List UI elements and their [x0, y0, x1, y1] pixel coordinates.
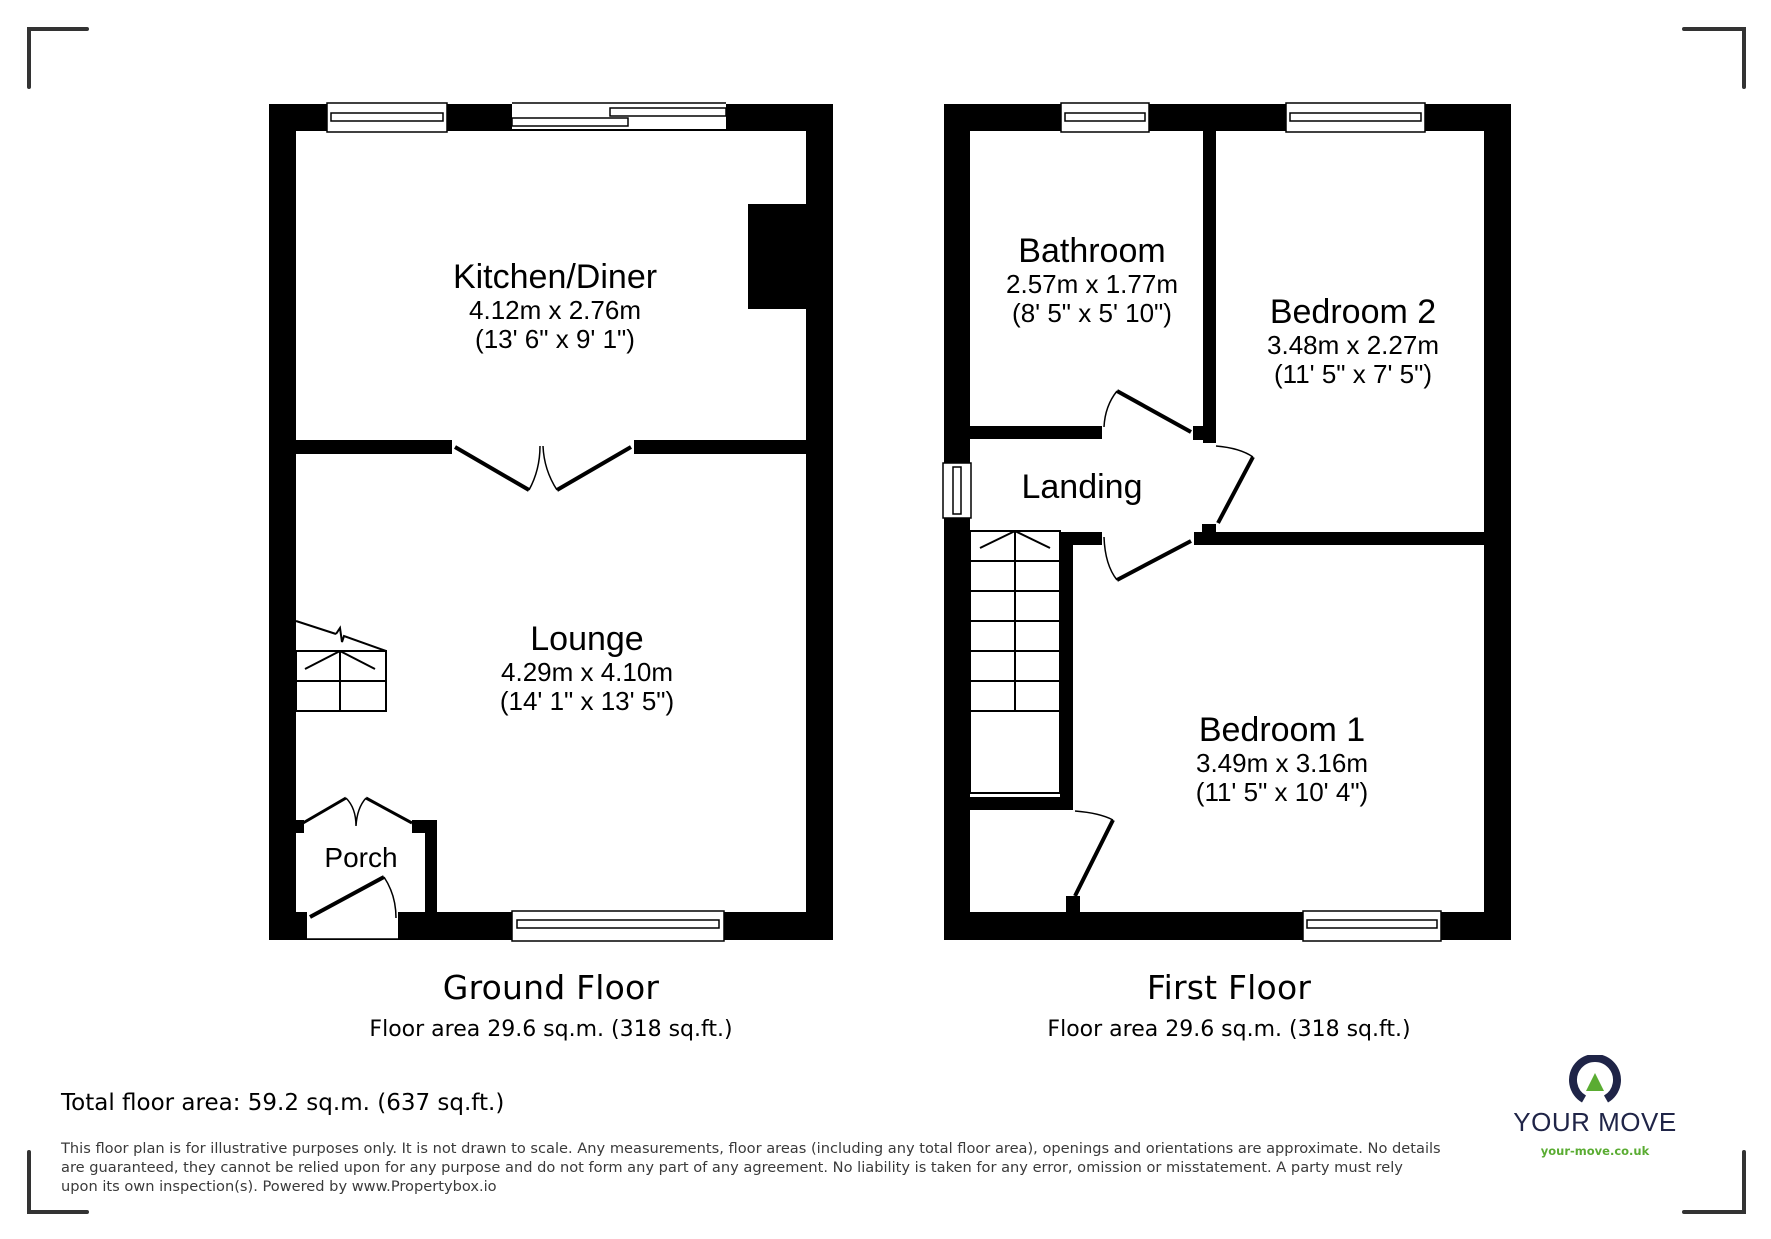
room-name: Bathroom — [1018, 232, 1166, 270]
floor-title: First Floor — [1146, 968, 1312, 1007]
room-imperial: (8' 5" x 5' 10") — [1012, 298, 1172, 329]
bathroom-bedroom2-wall — [1203, 131, 1216, 443]
room-bedroom-1: Bedroom 1 3.49m x 3.16m (11' 5" x 10' 4"… — [1196, 711, 1368, 807]
porch-door-left-leaf — [302, 796, 347, 825]
first-floor-staircase — [969, 530, 1061, 794]
corner-bracket-bottom-right — [1682, 1150, 1746, 1214]
double-door-left-leaf — [453, 445, 531, 492]
chimney-breast — [748, 204, 808, 309]
wall-left — [944, 104, 970, 940]
ground-floor-caption: Ground Floor Floor area 29.6 sq.m. (318 … — [369, 968, 732, 1042]
room-porch: Porch — [324, 842, 397, 873]
corner-bracket-top-left — [27, 27, 89, 89]
porch-jamb-left — [296, 820, 304, 833]
wall-left — [269, 104, 296, 940]
bathroom-door-leaf — [1116, 389, 1192, 434]
room-name: Bedroom 1 — [1198, 711, 1366, 749]
room-metric: 3.48m x 2.27m — [1267, 330, 1439, 361]
cupboard-top-wall — [970, 797, 1073, 810]
room-imperial: (13' 6" x 9' 1") — [475, 324, 635, 355]
room-name: Porch — [324, 842, 398, 873]
room-kitchen-diner: Kitchen/Diner 4.12m x 2.76m (13' 6" x 9'… — [453, 258, 657, 354]
porch-door-right-leaf — [365, 796, 413, 825]
room-imperial: (11' 5" x 10' 4") — [1195, 777, 1369, 808]
bedroom1-door-leaf — [1116, 539, 1192, 582]
front-door-leaf — [309, 875, 385, 919]
wall-top — [944, 104, 1511, 131]
floor-area: Floor area 29.6 sq.m. (318 sq.ft.) — [1047, 1017, 1411, 1042]
staircase — [295, 620, 387, 712]
room-bedroom-2: Bedroom 2 3.48m x 2.27m (11' 5" x 7' 5") — [1267, 293, 1439, 389]
room-bathroom: Bathroom 2.57m x 1.77m (8' 5" x 5' 10") — [1006, 232, 1178, 328]
room-landing: Landing — [1021, 468, 1142, 506]
disclaimer-text: This floor plan is for illustrative purp… — [61, 1140, 1441, 1195]
wall-right — [806, 104, 833, 940]
partition-wall-right — [634, 440, 806, 454]
double-door-right-leaf — [555, 445, 633, 492]
brand-name: YOUR MOVE — [1513, 1107, 1677, 1137]
total-floor-area: Total floor area: 59.2 sq.m. (637 sq.ft.… — [61, 1090, 505, 1116]
room-imperial: (11' 5" x 7' 5") — [1274, 359, 1432, 390]
floor-title: Ground Floor — [442, 968, 660, 1007]
room-imperial: (14' 1" x 13' 5") — [499, 686, 675, 717]
bedroom2-bottom-wall — [1194, 532, 1484, 545]
stair-enclosure-wall — [1060, 532, 1073, 810]
room-name: Bedroom 2 — [1269, 293, 1437, 331]
first-floor-caption: First Floor Floor area 29.6 sq.m. (318 s… — [1047, 968, 1410, 1042]
cupboard-door-jamb — [1066, 896, 1080, 912]
room-metric: 3.49m x 3.16m — [1196, 748, 1368, 779]
room-metric: 2.57m x 1.77m — [1006, 269, 1178, 300]
bedroom2-door-leaf — [1216, 456, 1255, 524]
front-door-opening — [307, 911, 398, 939]
room-name: Lounge — [530, 620, 644, 658]
floor-area: Floor area 29.6 sq.m. (318 sq.ft.) — [369, 1017, 733, 1042]
your-move-logo: YOUR MOVE your-move.co.uk — [1510, 1055, 1680, 1158]
room-metric: 4.29m x 4.10m — [501, 657, 673, 688]
room-metric: 4.12m x 2.76m — [469, 295, 641, 326]
partition-wall-left — [296, 440, 452, 454]
wall-right — [1484, 104, 1511, 940]
bathroom-door-jamb — [1193, 426, 1216, 440]
cupboard-door-leaf — [1073, 819, 1115, 897]
room-name: Landing — [1021, 468, 1143, 506]
corner-bracket-bottom-left — [27, 1150, 89, 1214]
brand-url: your-move.co.uk — [1540, 1144, 1650, 1158]
porch-wall-right — [425, 820, 437, 915]
room-lounge: Lounge 4.29m x 4.10m (14' 1" x 13' 5") — [500, 620, 674, 716]
room-name: Kitchen/Diner — [452, 258, 658, 296]
corner-bracket-top-right — [1682, 27, 1746, 89]
your-move-ring-arrow-icon — [1569, 1055, 1621, 1103]
bathroom-bottom-wall — [970, 426, 1102, 439]
